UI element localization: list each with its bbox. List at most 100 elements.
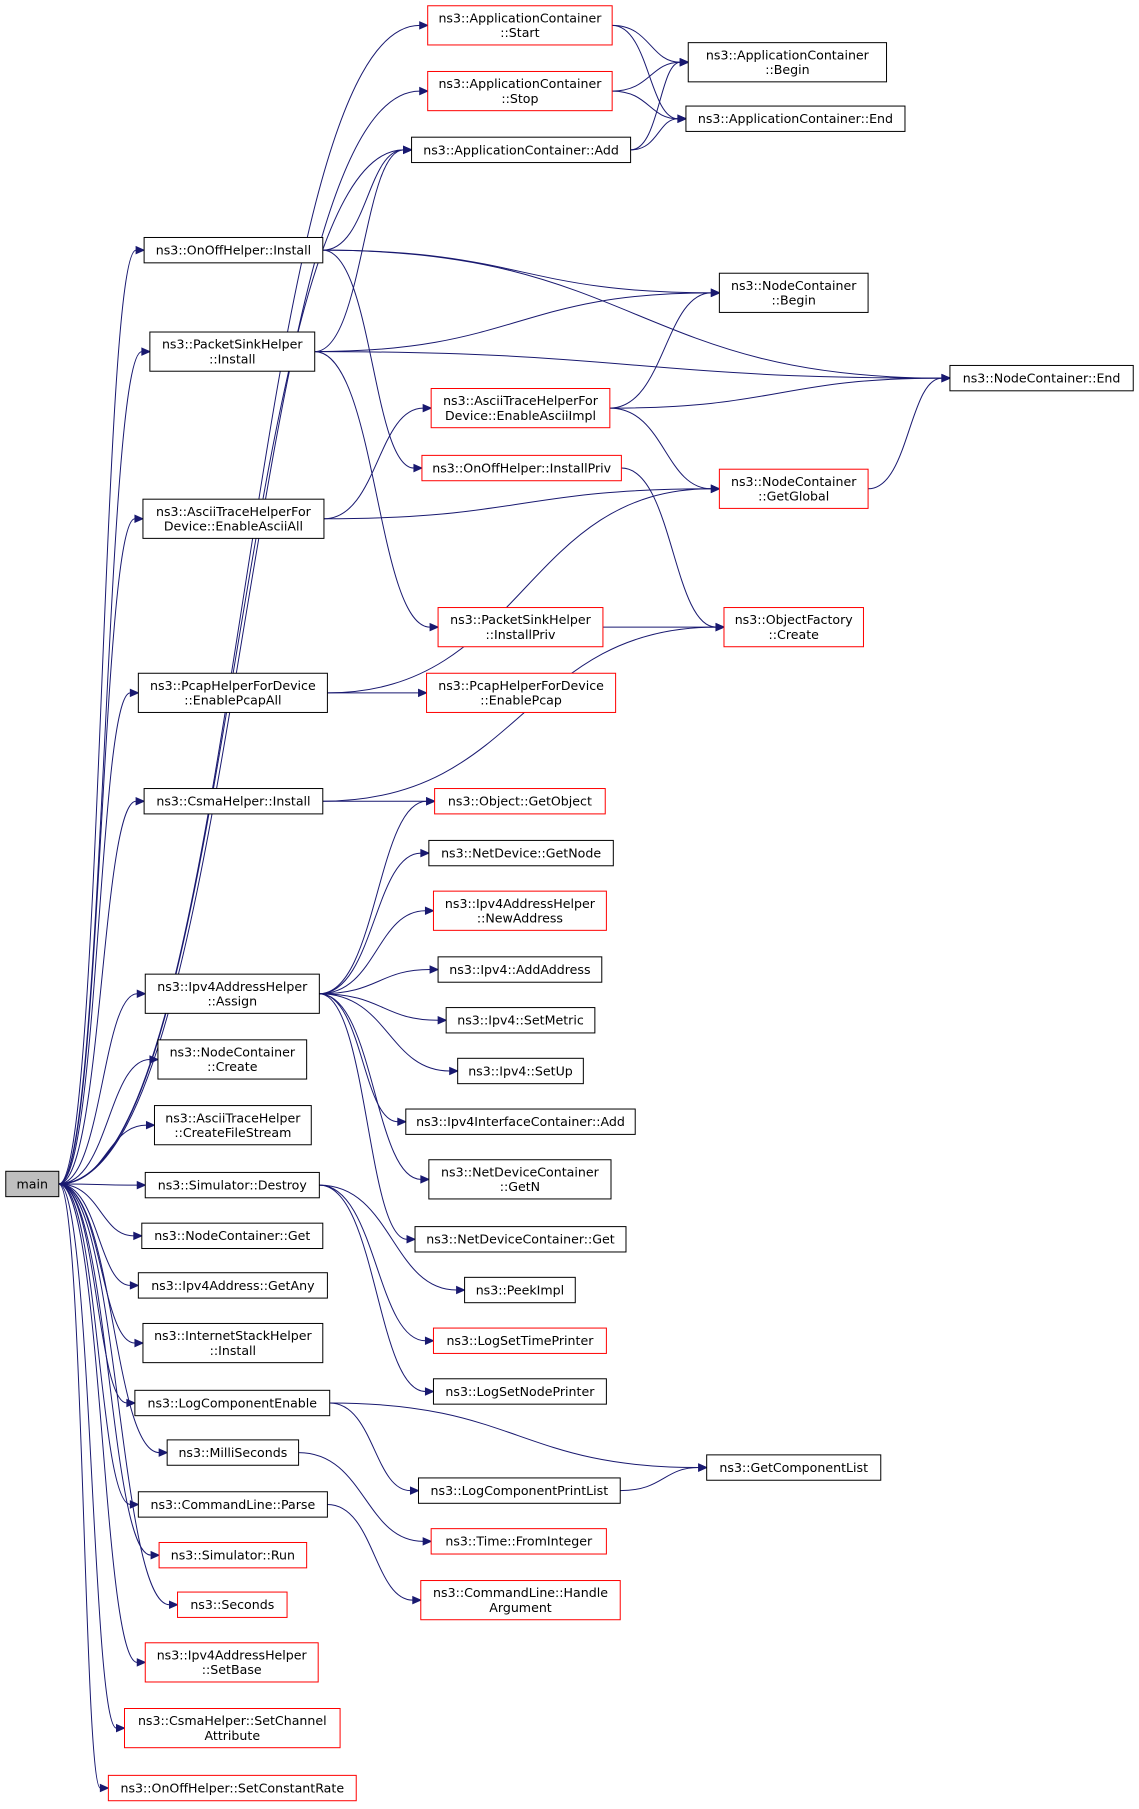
node-setmetric[interactable]: ns3::Ipv4::SetMetric <box>445 1007 596 1034</box>
node-nd-getnode[interactable]: ns3::NetDevice::GetNode <box>428 839 614 867</box>
node-logprint[interactable]: ns3::LogComponentPrintList <box>417 1477 621 1504</box>
edge-main-to-ascii-all <box>58 514 145 1185</box>
node-csma-install[interactable]: ns3::CsmaHelper::Install <box>143 788 324 815</box>
node-logtime[interactable]: ns3::LogSetTimePrinter <box>432 1327 607 1354</box>
node-assign[interactable]: ns3::Ipv4AddressHelper::Assign <box>144 973 320 1014</box>
edge-ascii-impl-to-nc-end <box>609 373 952 409</box>
edge-main-to-seconds <box>58 1183 179 1610</box>
node-peekimpl[interactable]: ns3::PeekImpl <box>464 1276 576 1304</box>
edge-assign-to-ndc-getn <box>319 993 431 1184</box>
node-label: ns3::CsmaHelper::Install <box>156 794 310 809</box>
edge-assign-to-newaddress <box>319 906 435 995</box>
edge-arrowhead <box>116 1723 126 1733</box>
node-app-stop[interactable]: ns3::ApplicationContainer::Stop <box>427 70 613 112</box>
edge-millis-to-fromint <box>298 1452 433 1546</box>
edge-line <box>323 488 712 520</box>
node-fromint[interactable]: ns3::Time::FromInteger <box>430 1528 607 1555</box>
edge-line <box>322 249 942 379</box>
node-of-create[interactable]: ns3::ObjectFactory::Create <box>723 607 864 648</box>
node-box <box>430 388 611 429</box>
node-sink-priv[interactable]: ns3::PacketSinkHelper::InstallPriv <box>437 607 604 648</box>
node-sim-run[interactable]: ns3::Simulator::Run <box>158 1541 308 1569</box>
node-box <box>685 105 906 132</box>
node-label: ns3::NetDevice::GetNode <box>441 845 601 860</box>
edge-arrowhead <box>149 1055 160 1064</box>
node-ndc-get[interactable]: ns3::NetDeviceContainer::Get <box>414 1226 627 1253</box>
edge-line <box>58 351 143 1185</box>
node-millis[interactable]: ns3::MilliSeconds <box>166 1439 300 1466</box>
node-seconds[interactable]: ns3::Seconds <box>177 1591 288 1618</box>
node-ndc-getn[interactable]: ns3::NetDeviceContainer::GetN <box>428 1159 612 1200</box>
node-sim-destroy[interactable]: ns3::Simulator::Destroy <box>144 1171 320 1199</box>
node-app-start[interactable]: ns3::ApplicationContainer::Start <box>427 5 613 46</box>
node-app-begin[interactable]: ns3::ApplicationContainer::Begin <box>687 42 888 83</box>
node-label: ns3::LogSetNodePrinter <box>445 1384 595 1399</box>
edge-line <box>621 467 716 628</box>
node-pcap-all[interactable]: ns3::PcapHelperForDevice::EnablePcapAll <box>137 672 328 713</box>
node-box <box>445 1007 596 1034</box>
edge-arrowhead <box>133 1231 144 1241</box>
edge-line <box>58 24 420 1185</box>
edge-line <box>319 993 408 1240</box>
node-cl-parse[interactable]: ns3::CommandLine::Parse <box>137 1491 328 1518</box>
node-ascii-impl[interactable]: ns3::AsciiTraceHelperForDevice::EnableAs… <box>430 388 611 429</box>
node-label: Attribute <box>204 1728 260 1743</box>
edge-line <box>612 24 678 120</box>
node-getcomplist[interactable]: ns3::GetComponentList <box>706 1454 882 1481</box>
node-box <box>437 956 603 983</box>
node-app-end[interactable]: ns3::ApplicationContainer::End <box>685 105 906 132</box>
node-logenable[interactable]: ns3::LogComponentEnable <box>134 1389 331 1417</box>
node-box <box>142 1322 324 1364</box>
edge-arrowhead <box>141 347 152 356</box>
node-pcap-enable[interactable]: ns3::PcapHelperForDevice::EnablePcap <box>426 672 617 713</box>
node-ascii-stream[interactable]: ns3::AsciiTraceHelper::CreateFileStream <box>153 1105 312 1146</box>
edge-app-add-to-app-begin <box>630 57 690 151</box>
node-nc-create[interactable]: ns3::NodeContainer::Create <box>157 1039 308 1080</box>
edge-line <box>322 249 414 469</box>
edge-arrowhead <box>424 1336 435 1346</box>
node-ascii-all[interactable]: ns3::AsciiTraceHelperForDevice::EnableAs… <box>142 498 325 539</box>
node-box <box>687 42 888 83</box>
node-nc-end[interactable]: ns3::NodeContainer::End <box>949 364 1134 392</box>
node-label: ns3::Seconds <box>190 1597 274 1612</box>
edge-line <box>319 852 421 995</box>
node-label: ns3::LogSetTimePrinter <box>446 1333 594 1348</box>
node-app-add[interactable]: ns3::ApplicationContainer::Add <box>411 136 632 164</box>
node-getany[interactable]: ns3::Ipv4Address::GetAny <box>137 1272 328 1299</box>
node-nc-get[interactable]: ns3::NodeContainer::Get <box>141 1222 324 1250</box>
edge-line <box>58 1183 131 1286</box>
node-setbase[interactable]: ns3::Ipv4AddressHelper::SetBase <box>144 1642 319 1683</box>
node-label: ns3::InternetStackHelper <box>154 1328 312 1343</box>
node-label: ::Stop <box>501 91 538 106</box>
edge-line <box>319 800 427 995</box>
node-lognode[interactable]: ns3::LogSetNodePrinter <box>432 1378 607 1405</box>
node-getobject[interactable]: ns3::Object::GetObject <box>434 788 606 815</box>
node-label: ns3::ApplicationContainer <box>438 76 602 91</box>
edge-line <box>322 626 716 802</box>
node-main[interactable]: main <box>5 1170 60 1198</box>
node-onoff-install[interactable]: ns3::OnOffHelper::Install <box>143 236 324 264</box>
node-setup[interactable]: ns3::Ipv4::SetUp <box>457 1057 584 1085</box>
node-ic-add[interactable]: ns3::Ipv4InterfaceContainer::Add <box>405 1108 636 1135</box>
node-newaddress[interactable]: ns3::Ipv4AddressHelper::NewAddress <box>432 890 607 931</box>
node-label: ::CreateFileStream <box>174 1125 291 1140</box>
node-nc-begin[interactable]: ns3::NodeContainer::Begin <box>718 272 869 313</box>
node-label: ns3::NodeContainer::Get <box>154 1228 310 1243</box>
edge-arrowhead <box>437 1015 448 1025</box>
node-inet-install[interactable]: ns3::InternetStackHelper::Install <box>142 1322 324 1364</box>
node-ipv4-addaddr[interactable]: ns3::Ipv4::AddAddress <box>437 956 603 983</box>
node-onoff-priv[interactable]: ns3::OnOffHelper::InstallPriv <box>421 454 622 482</box>
edge-line <box>58 1183 131 1505</box>
node-label: ns3::Ipv4Address::GetAny <box>151 1278 315 1293</box>
node-setrate[interactable]: ns3::OnOffHelper::SetConstantRate <box>107 1774 357 1802</box>
node-sink-install[interactable]: ns3::PacketSinkHelper::Install <box>149 331 316 372</box>
node-label: ns3::CommandLine::Parse <box>151 1497 316 1512</box>
node-nc-global[interactable]: ns3::NodeContainer::GetGlobal <box>718 468 869 509</box>
node-box <box>706 1454 882 1481</box>
node-label: ns3::PacketSinkHelper <box>162 337 303 352</box>
node-box <box>434 788 606 815</box>
edge-arrowhead <box>150 1550 161 1560</box>
edge-line <box>609 292 712 409</box>
